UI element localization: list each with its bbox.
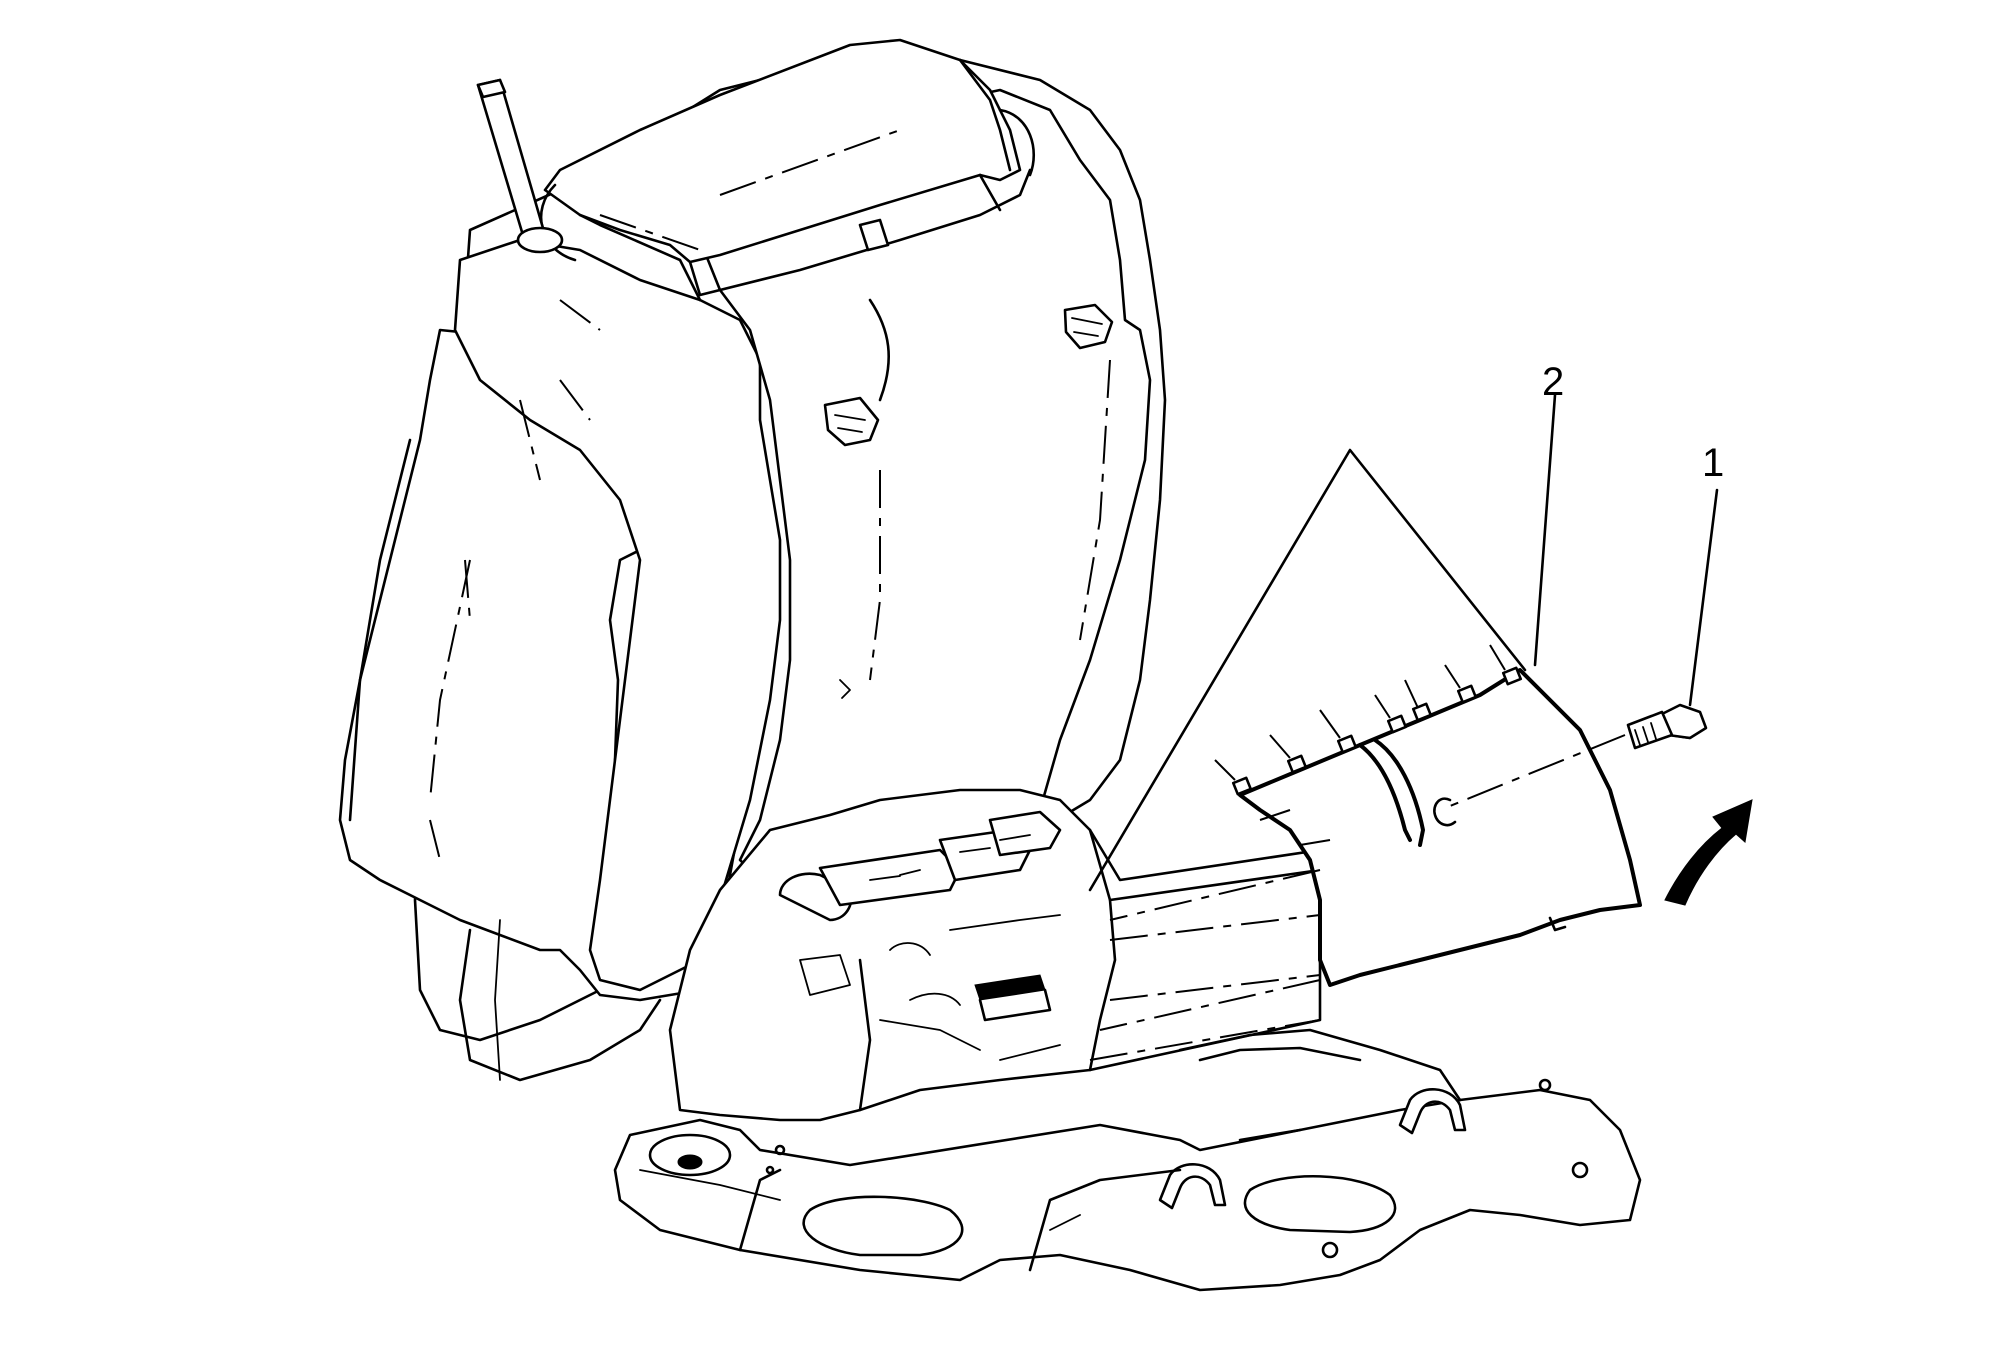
latch-right — [1063, 303, 1114, 350]
bolt — [1626, 703, 1708, 750]
floor-pan — [613, 1028, 1642, 1292]
curved-arrow-up-right-icon — [1664, 799, 1753, 906]
callout-1-leader — [1688, 488, 1719, 707]
seat-back — [338, 38, 1167, 1082]
trim-panel — [1214, 644, 1642, 987]
panel-alignment-line-1 — [1109, 869, 1321, 921]
callout-1-label: 1 — [1702, 441, 1725, 485]
panel-leader-lines — [1088, 448, 1527, 892]
panel-alignment-line-2 — [1099, 979, 1321, 1031]
latch-left — [823, 396, 880, 447]
bolt-alignment-line — [1444, 734, 1626, 809]
callout-2-leader — [1533, 393, 1557, 667]
callout-2-label: 2 — [1542, 360, 1565, 404]
seat-base — [668, 788, 1322, 1122]
